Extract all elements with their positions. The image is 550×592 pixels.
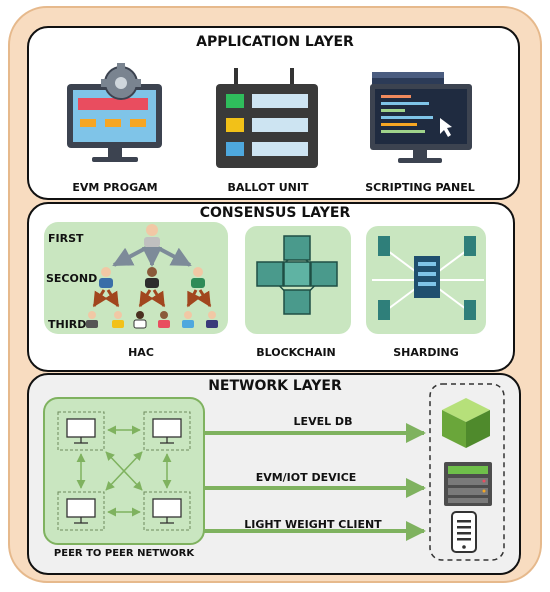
level-db-cube-icon — [442, 398, 490, 448]
p2p-connections — [76, 425, 172, 517]
evm-iot-label: EVM/IOT DEVICE — [256, 471, 357, 484]
evm-program-label: EVM PROGAM — [72, 181, 157, 194]
hac-level-second: SECOND — [46, 272, 97, 285]
ballot-unit-icon — [216, 68, 318, 168]
level-db-label: LEVEL DB — [294, 415, 353, 428]
light-client-label: LIGHT WEIGHT CLIENT — [244, 518, 382, 531]
evm-program-monitor-icon — [67, 63, 162, 162]
mobile-device-icon — [451, 511, 477, 553]
ballot-unit-label: BALLOT UNIT — [228, 181, 309, 194]
application-layer: APPLICATION LAYER EVM PROGAM — [27, 26, 520, 200]
scripting-panel-label: SCRIPTING PANEL — [365, 181, 475, 194]
consensus-layer-title: CONSENSUS LAYER — [200, 205, 351, 221]
p2p-computer-icons — [66, 418, 182, 524]
blockchain-cubes-icon — [256, 235, 338, 315]
sharding-servers-icon — [372, 236, 484, 320]
consensus-layer: CONSENSUS LAYER FIRST SECOND THIRD — [27, 202, 515, 372]
hac-level-third: THIRD — [48, 318, 86, 331]
hac-label: HAC — [128, 346, 154, 359]
blockchain-label: BLOCKCHAIN — [256, 346, 336, 359]
application-layer-title: APPLICATION LAYER — [196, 34, 354, 50]
p2p-network-label: PEER TO PEER NETWORK — [54, 548, 195, 559]
sharding-label: SHARDING — [393, 346, 459, 359]
hac-level-first: FIRST — [48, 232, 84, 245]
network-layer-title: NETWORK LAYER — [208, 378, 342, 394]
server-rack-icon — [444, 462, 492, 506]
scripting-panel-icon — [370, 72, 472, 163]
p2p-nodes — [57, 411, 191, 531]
destinations-box — [429, 383, 505, 561]
network-layer: NETWORK LAYER PEER TO PEER NETWORK LEVEL… — [27, 373, 521, 575]
hierarchy-people-icon — [86, 224, 218, 329]
